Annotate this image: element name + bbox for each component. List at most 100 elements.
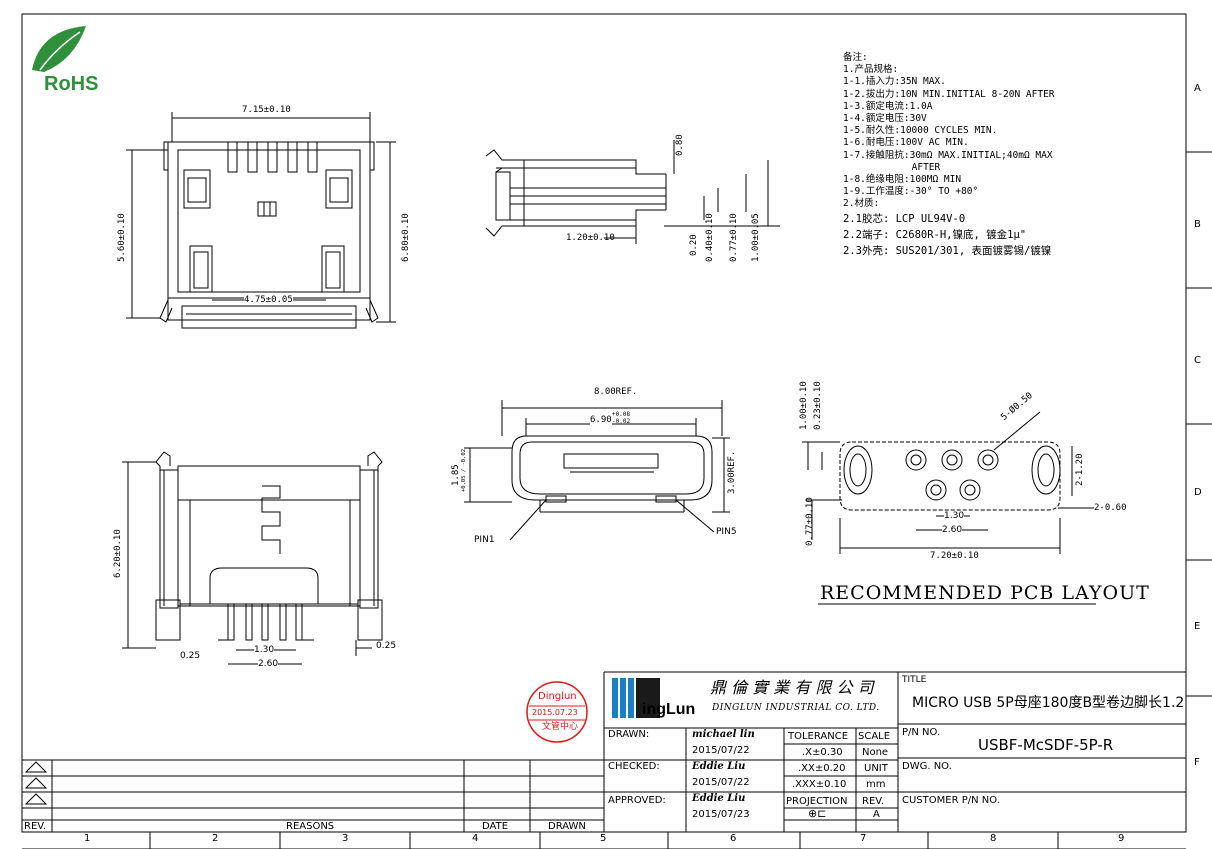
stamp-line1: Dinglun: [538, 691, 577, 702]
dim-pcb-120: 2-1.20: [1075, 453, 1085, 486]
dim-pcb-260: 2.60: [942, 525, 963, 535]
zone-col-1: 1: [84, 833, 91, 844]
checked-date: 2015/07/22: [692, 777, 750, 788]
notes-line: 1.产品规格:: [843, 64, 899, 76]
dim-bottom-025-right: 0.25: [376, 641, 397, 651]
dim-front-185-tol: +0.05 / -0.02: [461, 448, 467, 492]
notes-line: 1-8.绝缘电阻:100MΩ MIN: [843, 174, 962, 186]
reasons-col-header: REASONS: [286, 821, 335, 832]
projection-label: PROJECTION: [786, 796, 848, 807]
dim-side-040: 0.40±0.10: [705, 213, 715, 262]
dim-bottom-130: 1.30: [254, 645, 275, 655]
zone-row-f: F: [1194, 757, 1200, 768]
dim-pcb-130: 1.30: [944, 511, 965, 521]
zone-col-8: 8: [990, 833, 997, 844]
notes-line: AFTER: [843, 161, 941, 173]
checked-label: CHECKED:: [608, 761, 660, 772]
zone-col-5: 5: [600, 833, 607, 844]
projection-symbol-icon: ⊕⊏: [808, 807, 827, 820]
zone-col-3: 3: [342, 833, 349, 844]
zone-col-4: 4: [472, 833, 479, 844]
zone-col-7: 7: [860, 833, 867, 844]
rohs-logo-text: RoHS: [44, 73, 99, 95]
unit-value: mm: [866, 779, 886, 790]
rohs-leaf-icon: [32, 26, 86, 72]
dim-side-120: 1.20±0.10: [566, 233, 615, 243]
notes-heading: 备注:: [843, 52, 868, 63]
dim-right-height: 6.80±0.10: [401, 213, 411, 262]
notes-line: 1-5.耐久性:10000 CYCLES MIN.: [843, 125, 998, 137]
dim-pcb-100: 1.00±0.10: [799, 381, 809, 430]
pn-label: P/N NO.: [902, 727, 941, 738]
drawn-col-header: DRAWN: [548, 821, 586, 832]
dim-front-185: 1.85: [451, 464, 461, 486]
notes-line: 1-2.拔出力:10N MIN.INITIAL 8-20N AFTER: [843, 88, 1055, 100]
scale-label: SCALE: [858, 731, 891, 742]
rev-col-header: REV.: [24, 821, 46, 832]
notes-line: 2.1胶芯: LCP UL94V-0: [843, 212, 966, 225]
drawn-label: DRAWN:: [608, 729, 650, 740]
notes-block: 备注: 1.产品规格: 1-1.插入力:35N MAX. 1-2.拔出力:10N…: [843, 52, 1055, 259]
rev-value: A: [873, 809, 880, 820]
company-name-cn: 鼎 倫 實 業 有 限 公 司: [710, 678, 874, 697]
notes-line: 1-3.额定电流:1.0A: [843, 100, 933, 112]
drawn-date: 2015/07/22: [692, 745, 750, 756]
dim-front-690: 6.90: [590, 415, 612, 425]
customer-label: CUSTOMER P/N NO.: [902, 795, 1000, 806]
drawn-name: michael lin: [692, 729, 755, 740]
dim-top-width: 7.15±0.10: [242, 105, 291, 115]
dim-front-8ref: 8.00REF.: [594, 387, 638, 397]
dim-pcb-720: 7.20±0.10: [930, 551, 979, 561]
zone-row-e: E: [1194, 621, 1201, 632]
notes-line: 1-7.接触阻抗:30mΩ MAX.INITIAL;40mΩ MAX: [843, 149, 1053, 161]
dim-left-height: 5.60±0.10: [117, 213, 127, 262]
pn-value: USBF-McSDF-5P-R: [978, 736, 1114, 754]
approved-label: APPROVED:: [608, 795, 666, 806]
dim-front-690-tol-dn: -0.02: [612, 418, 631, 425]
dwg-label: DWG. NO.: [902, 761, 952, 772]
zone-col-2: 2: [212, 833, 219, 844]
dim-bottom-height: 6.20±0.10: [113, 529, 123, 578]
notes-line: 2.3外壳: SUS201/301, 表面镀雾锡/镀镍: [843, 244, 1052, 257]
company-logo-icon: [612, 678, 660, 718]
approved-name: Eddie Liu: [692, 793, 746, 804]
tolerance-label: TOLERANCE: [788, 731, 849, 742]
zone-col-9: 9: [1118, 833, 1125, 844]
zone-col-6: 6: [730, 833, 737, 844]
scale-value: None: [862, 747, 889, 758]
dim-side-100: 1.00±0.05: [751, 213, 761, 262]
company-logo-text: ingLun: [642, 701, 696, 718]
stamp-line2: 2015.07.23: [532, 708, 578, 717]
zone-row-c: C: [1194, 355, 1201, 366]
notes-line: 2.2端子: C2680R-H,镍底, 镀金1μ": [843, 228, 1027, 241]
label-pin5: PIN5: [716, 527, 737, 537]
notes-line: 2.材质:: [843, 198, 880, 210]
title-label: TITLE: [902, 675, 927, 685]
dim-pcb-077: 0.77±0.10: [805, 497, 815, 546]
tolerance-2: .XX±0.20: [798, 763, 846, 774]
notes-line: 1-9.工作温度:-30° TO +80°: [843, 186, 979, 198]
label-pin1: PIN1: [474, 535, 495, 545]
dim-side-020: 0.20: [689, 234, 699, 256]
unit-label: UNIT: [864, 763, 888, 774]
dim-side-080: 0.80: [675, 134, 685, 156]
title-value: MICRO USB 5P母座180度B型卷边脚长1.2: [912, 695, 1185, 711]
approved-date: 2015/07/23: [692, 809, 750, 820]
dim-bottom-025-left: 0.25: [180, 651, 201, 661]
dim-front-690-tol-up: +0.08: [612, 411, 631, 418]
tolerance-3: .XXX±0.10: [792, 779, 847, 790]
rev-label: REV.: [862, 796, 884, 807]
tolerance-1: .X±0.30: [802, 747, 843, 758]
dim-front-3ref: 3.00REF.: [727, 450, 737, 494]
checked-name: Eddie Liu: [692, 761, 746, 772]
zone-row-b: B: [1194, 219, 1201, 230]
pcb-layout-title: RECOMMENDED PCB LAYOUT: [820, 582, 1150, 604]
date-col-header: DATE: [482, 821, 509, 832]
dim-inner-width: 4.75±0.05: [244, 295, 293, 305]
notes-line: 1-6.耐电压:100V AC MIN.: [843, 137, 969, 149]
notes-line: 1-1.插入力:35N MAX.: [843, 76, 946, 88]
dim-pcb-023: 0.23±0.10: [813, 381, 823, 430]
dim-pcb-060: 2-0.60: [1094, 503, 1127, 513]
zone-row-d: D: [1194, 487, 1202, 498]
